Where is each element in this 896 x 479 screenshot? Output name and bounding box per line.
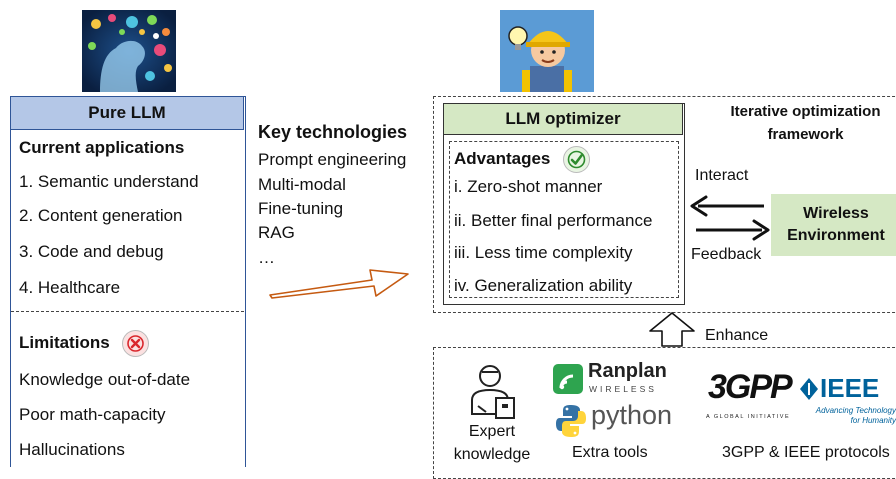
ranplan-sub: WIRELESS	[589, 384, 657, 394]
expert-person-icon	[460, 362, 524, 420]
limitations-heading-label: Limitations	[19, 332, 110, 352]
interaction-arrows	[690, 192, 770, 244]
limitation-item: Poor math-capacity	[19, 405, 166, 424]
llm-optimizer-title: LLM optimizer	[443, 103, 683, 135]
feedback-label: Feedback	[691, 246, 762, 263]
enhance-arrow-icon	[648, 311, 696, 347]
application-item: 4. Healthcare	[19, 278, 121, 297]
cross-icon	[122, 330, 150, 357]
wireless-environment-box: Wireless Environment	[771, 194, 896, 256]
key-technologies-heading: Key technologies	[258, 122, 408, 142]
python-logo: python	[555, 400, 685, 444]
application-item: 1. Semantic understand	[19, 172, 199, 191]
ranplan-logo: Ranplan WIRELESS	[553, 360, 683, 400]
wireless-label-line1: Wireless	[803, 205, 869, 222]
ieee-tagline-line2: for Humanity	[850, 416, 896, 425]
technology-item: RAG	[258, 223, 295, 242]
section-divider	[11, 311, 244, 312]
pure-llm-title: Pure LLM	[10, 96, 244, 130]
advantages-heading: Advantages	[454, 146, 591, 173]
expert-label-line1: Expert	[468, 423, 516, 440]
limitation-item: Knowledge out-of-date	[19, 370, 191, 389]
protocols-label: 3GPP & IEEE protocols	[722, 444, 890, 461]
wireless-label-line2: Environment	[787, 227, 885, 244]
framework-title-line2: framework	[767, 126, 844, 143]
ranplan-name: Ranplan	[588, 360, 667, 382]
brain-ai-icon	[82, 10, 176, 92]
interact-label: Interact	[695, 167, 749, 184]
framework-title-line1: Iterative optimization	[730, 103, 881, 120]
advantages-box	[449, 141, 679, 298]
advantages-heading-label: Advantages	[454, 148, 551, 168]
technology-item: Multi-modal	[258, 175, 346, 194]
ieee-tagline-line1: Advancing Technology	[815, 406, 896, 415]
advantage-item: ii. Better final performance	[454, 211, 653, 230]
advantage-item: i. Zero-shot manner	[454, 177, 603, 196]
framework-title: Iterative optimization framework	[698, 100, 896, 146]
3gpp-logo: 3GPP A GLOBAL INITIATIVE	[706, 368, 793, 428]
flow-arrow	[268, 262, 418, 308]
technology-item: Prompt engineering	[258, 150, 407, 169]
current-applications-heading: Current applications	[19, 138, 185, 157]
application-item: 3. Code and debug	[19, 242, 164, 261]
extra-tools-label: Extra tools	[572, 444, 648, 461]
check-icon	[563, 146, 591, 173]
expert-label-line2: knowledge	[453, 446, 531, 463]
3gpp-name: 3GPP	[708, 368, 793, 406]
application-item: 2. Content generation	[19, 206, 183, 225]
limitation-item: Hallucinations	[19, 440, 125, 459]
engineer-icon	[500, 10, 594, 92]
iterative-framework-box	[433, 96, 896, 313]
limitations-heading: Limitations	[19, 330, 150, 357]
ieee-logo: IEEE Advancing Technology for Humanity	[800, 373, 896, 432]
ieee-name: IEEE	[820, 373, 880, 403]
enhance-label: Enhance	[705, 327, 769, 344]
technology-item: …	[258, 248, 275, 267]
expert-label: Expert knowledge	[446, 420, 538, 466]
advantage-item: iv. Generalization ability	[454, 276, 633, 295]
python-name: python	[591, 400, 673, 430]
technology-item: Fine-tuning	[258, 199, 344, 218]
advantage-item: iii. Less time complexity	[454, 243, 633, 262]
3gpp-sub: A GLOBAL INITIATIVE	[706, 414, 791, 420]
